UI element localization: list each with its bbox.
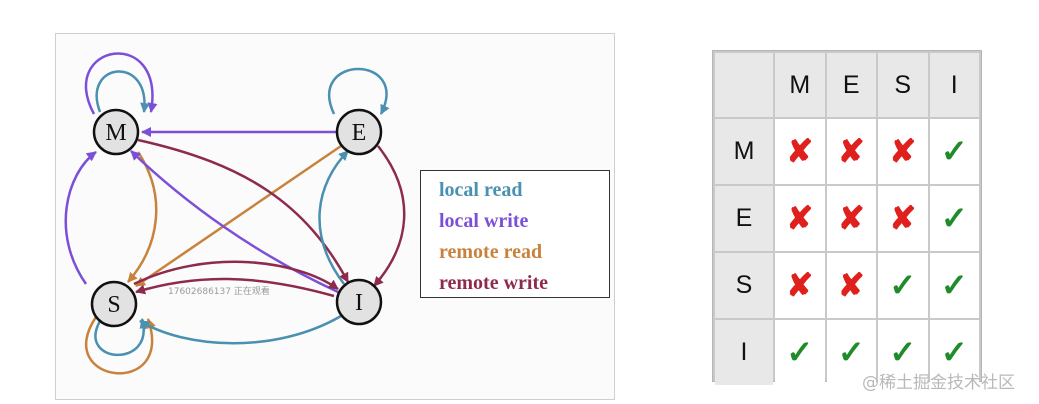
check-icon: ✓ xyxy=(940,266,968,303)
table-row: I ✓ ✓ ✓ ✓ xyxy=(715,320,979,385)
compat-cell-m-m: ✘ xyxy=(775,119,825,184)
state-node-m: M xyxy=(92,108,140,156)
legend: local read local write remote read remot… xyxy=(420,170,610,298)
column-header-e: E xyxy=(826,53,876,117)
check-icon: ✓ xyxy=(889,266,917,303)
check-icon: ✓ xyxy=(889,333,917,370)
compat-cell-s-e: ✘ xyxy=(826,253,876,318)
cross-icon: ✘ xyxy=(889,132,917,169)
compat-cell-e-i: ✓ xyxy=(929,186,979,251)
row-header-i: I xyxy=(715,320,773,385)
edge-m-i-remote-write xyxy=(137,138,350,283)
check-icon: ✓ xyxy=(786,333,814,370)
table-row: M ✘ ✘ ✘ ✓ xyxy=(715,119,979,184)
cross-icon: ✘ xyxy=(786,132,814,169)
cross-icon: ✘ xyxy=(837,132,865,169)
edge-s-i-remote-write xyxy=(133,260,339,291)
check-icon: ✓ xyxy=(940,132,968,169)
check-icon: ✓ xyxy=(940,333,968,370)
edge-s-m-local-write xyxy=(64,150,97,285)
compat-cell-m-i: ✓ xyxy=(929,119,979,184)
cross-icon: ✘ xyxy=(837,266,865,303)
edge-i-m-local-write xyxy=(130,150,339,294)
compat-cell-i-e: ✓ xyxy=(826,320,876,385)
edge-s-self-local-read xyxy=(94,318,150,357)
edge-s-self-remote-read xyxy=(84,316,156,375)
edge-i-e-local-read xyxy=(318,150,349,285)
row-header-s: S xyxy=(715,253,773,318)
compat-cell-e-m: ✘ xyxy=(775,186,825,251)
compat-cell-i-s: ✓ xyxy=(878,320,928,385)
state-node-i: I xyxy=(335,278,383,326)
edge-m-self-local-write xyxy=(84,52,158,115)
table-corner-cell xyxy=(715,53,773,117)
legend-item-remote-read: remote read xyxy=(439,241,543,263)
edge-i-s-local-read xyxy=(139,314,342,345)
row-header-m: M xyxy=(715,119,773,184)
edge-e-i-remote-write xyxy=(373,145,406,287)
cross-icon: ✘ xyxy=(786,266,814,303)
table-row: E ✘ ✘ ✘ ✓ xyxy=(715,186,979,251)
site-watermark: @稀土掘金技术社区 xyxy=(862,373,1015,393)
cross-icon: ✘ xyxy=(889,199,917,236)
viewer-overlay-text: 17602686137 正在观看 xyxy=(168,287,270,297)
compat-cell-i-m: ✓ xyxy=(775,320,825,385)
edge-e-s-remote-read xyxy=(135,144,342,288)
state-label-i: I xyxy=(355,290,363,316)
compat-cell-m-e: ✘ xyxy=(826,119,876,184)
state-node-s: S xyxy=(90,280,138,328)
edge-m-self-local-read xyxy=(95,70,151,113)
compat-cell-s-i: ✓ xyxy=(929,253,979,318)
check-icon: ✓ xyxy=(837,333,865,370)
compat-cell-m-s: ✘ xyxy=(878,119,928,184)
state-transition-graph: M E S I xyxy=(64,52,406,375)
compat-cell-i-i: ✓ xyxy=(929,320,979,385)
table-row: S ✘ ✘ ✓ ✓ xyxy=(715,253,979,318)
compat-cell-s-m: ✘ xyxy=(775,253,825,318)
state-node-e: E xyxy=(335,108,383,156)
check-icon: ✓ xyxy=(940,199,968,236)
compat-cell-e-s: ✘ xyxy=(878,186,928,251)
column-header-s: S xyxy=(878,53,928,117)
state-label-m: M xyxy=(105,120,126,146)
state-label-e: E xyxy=(352,120,367,146)
edge-e-self-local-read xyxy=(327,67,390,115)
edge-i-s-remote-write xyxy=(135,277,335,298)
cross-icon: ✘ xyxy=(786,199,814,236)
compat-cell-e-e: ✘ xyxy=(826,186,876,251)
state-label-s: S xyxy=(107,292,120,318)
cross-icon: ✘ xyxy=(837,199,865,236)
legend-item-local-write: local write xyxy=(439,210,529,232)
column-header-i: I xyxy=(929,53,979,117)
column-header-m: M xyxy=(775,53,825,117)
compat-cell-s-s: ✓ xyxy=(878,253,928,318)
row-header-e: E xyxy=(715,186,773,251)
legend-item-remote-write: remote write xyxy=(439,272,549,294)
legend-item-local-read: local read xyxy=(439,179,523,201)
